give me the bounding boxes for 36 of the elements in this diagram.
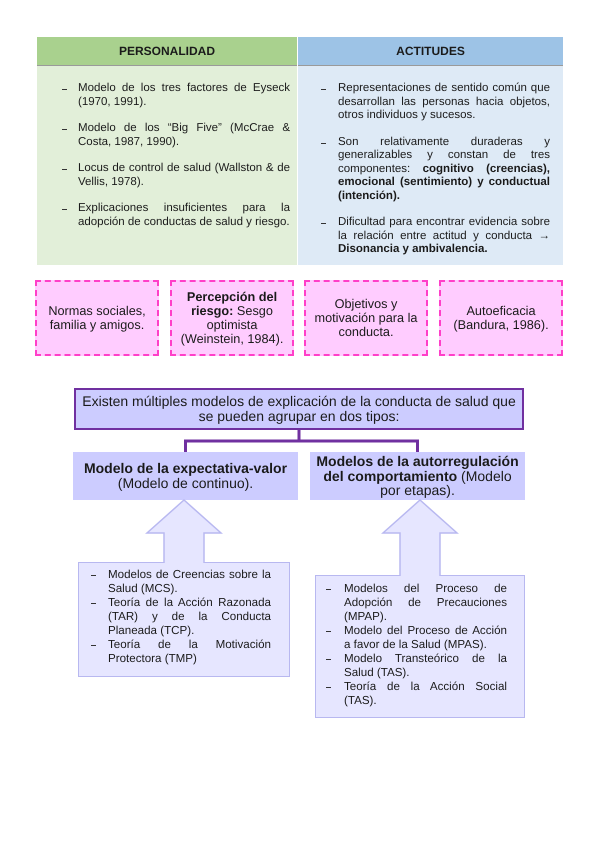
note-text: Autoeficacia (Bandura, 1986). (452, 304, 550, 332)
column-header: ACTITUDES (298, 37, 563, 66)
list-item: Representaciones de sentido común que desarrollan las personas hacia objetos, otros individuos y sucesos. (321, 82, 550, 122)
list-item: Modelo del Proceso de Acción a favor de la Salud (MPAS). (326, 624, 507, 652)
note-text: Percepción del riesgo: Sesgo optimista (Weinstein, 1984). (180, 290, 284, 346)
list-item: Teoría de la Acción Razonada (TAR) y de la Conducta Planeada (TCP). (91, 596, 271, 638)
list-item: Son relativamente duraderas y generalizables y constan de tres componentes: cognitivo (creencias), emocional (sentimiento) y conductual (intención). (321, 136, 550, 203)
list-item: Modelo de los tres factores de Eyseck (1970, 1991). (62, 82, 290, 109)
note-text: Normas sociales, familia y amigos. (47, 304, 147, 332)
callout-box (315, 575, 525, 718)
column-header: PERSONALIDAD (37, 37, 297, 66)
note-box (304, 280, 428, 356)
table-column (37, 37, 297, 265)
note-box (170, 280, 294, 356)
list-item: Locus de control de salud (Wallston & de Vellis, 1978). (62, 162, 290, 189)
block-arrow (381, 499, 459, 577)
note-box (439, 280, 563, 356)
summary-text: Existen múltiples modelos de explicación de la conducta de salud que se pueden agrupar en dos tipos: (81, 394, 517, 424)
list-item: Explicaciones insuficientes para la adopción de conductas de salud y riesgo. (62, 202, 290, 229)
list-item: Teoría de la Motivación Protectora (TMP) (91, 638, 271, 666)
list-item: Dificultad para encontrar evidencia sobre la relación entre actitud y conducta → Disonancia y ambivalencia. (321, 216, 550, 256)
connector-line (298, 430, 419, 452)
category-box (73, 452, 298, 500)
note-text: Objetivos y motivación para la conducta. (314, 296, 418, 340)
list-item: Modelo Transteórico de la Salud (TAS). (326, 652, 507, 680)
category-text: Modelo de la expectativa-valor (Modelo de continuo). (82, 461, 288, 491)
category-text: Modelos de la autorregulación del comportamiento (Modelo por etapas). (315, 454, 520, 498)
callout-box (78, 562, 290, 677)
summary-box (74, 388, 524, 430)
list-item: Modelos de Creencias sobre la Salud (MCS). (91, 568, 271, 596)
list-item: Teoría de la Acción Social (TAS). (326, 680, 507, 708)
block-arrow (145, 499, 223, 564)
list-item: Modelo de los “Big Five” (McCrae & Costa, 1987, 1990). (62, 122, 290, 149)
note-box (35, 280, 159, 356)
list-item: Modelos del Proceso de Adopción de Precauciones (MPAP). (326, 582, 507, 624)
table-column (297, 37, 563, 265)
